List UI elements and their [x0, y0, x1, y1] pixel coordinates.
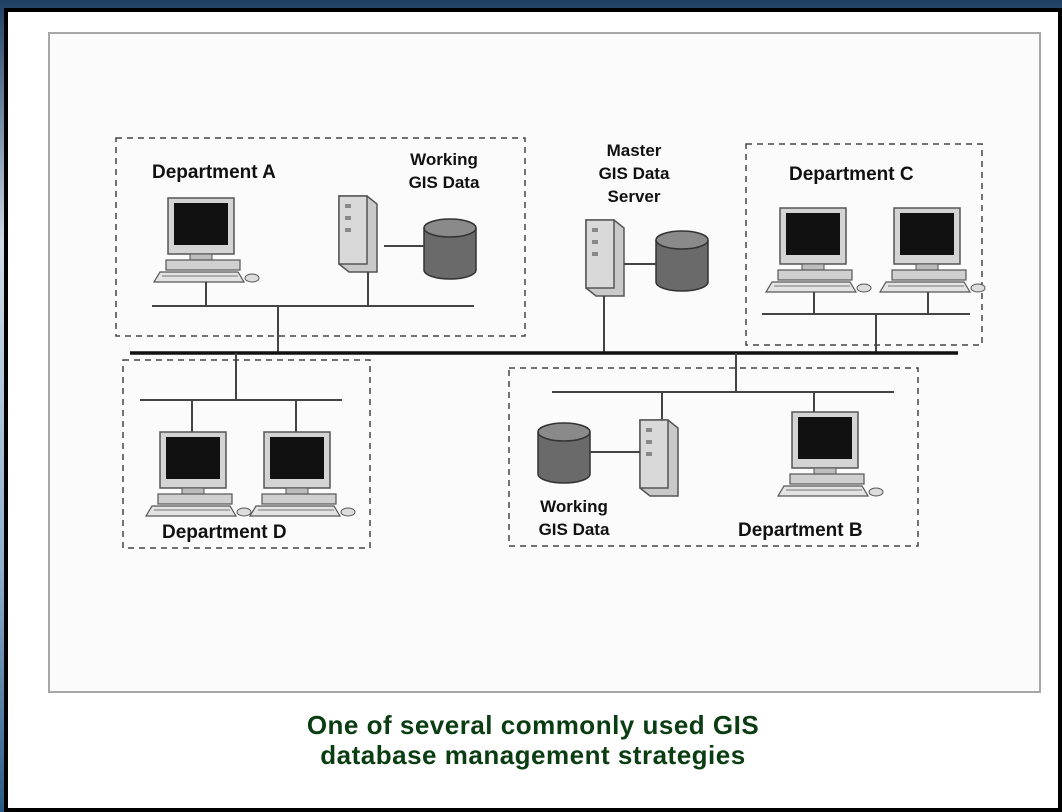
caption-line-1: One of several commonly used GIS — [306, 710, 760, 740]
department-c-workstation-1-icon — [765, 207, 872, 293]
department-b-database-icon — [537, 422, 591, 484]
slide-border — [4, 8, 1062, 812]
department-c-workstation-2-icon — [879, 207, 986, 293]
master-server-label-line2: GIS Data — [599, 164, 670, 183]
department-b-workstation-icon — [777, 411, 884, 497]
department-a-label: Department A — [152, 162, 276, 183]
department-a-working-data-label-line1: Working — [410, 150, 478, 169]
department-a-working-data-label-line2: GIS Data — [409, 173, 480, 192]
department-a-database-icon — [423, 218, 477, 280]
department-b-working-data-label-line2: GIS Data — [539, 520, 610, 539]
master-server-label-line1: Master — [607, 141, 662, 160]
department-d-box — [122, 359, 371, 549]
department-b-box — [508, 367, 919, 547]
department-d-workstation-1-icon — [145, 431, 252, 517]
caption-line-2: database management strategies — [320, 740, 746, 770]
department-c-box — [745, 143, 983, 346]
master-database-icon — [655, 230, 709, 292]
department-a-box — [115, 137, 526, 337]
master-server-icon — [585, 219, 625, 297]
figure-caption: One of several commonly used GIS databas… — [4, 710, 1062, 770]
department-a-workstation-icon — [153, 197, 260, 283]
department-d-label: Department D — [162, 522, 287, 543]
department-b-working-data-label-line1: Working — [540, 497, 608, 516]
department-c-label: Department C — [789, 164, 914, 185]
department-a-server-icon — [338, 195, 378, 273]
diagram-panel — [48, 32, 1041, 693]
department-b-label: Department B — [738, 520, 863, 541]
department-d-workstation-2-icon — [249, 431, 356, 517]
department-b-server-icon — [639, 419, 679, 497]
network-diagram: Department A Working GIS Data Master GIS… — [115, 137, 986, 549]
master-server-label-line3: Server — [608, 187, 661, 206]
slide: Department A Working GIS Data Master GIS… — [4, 8, 1062, 812]
